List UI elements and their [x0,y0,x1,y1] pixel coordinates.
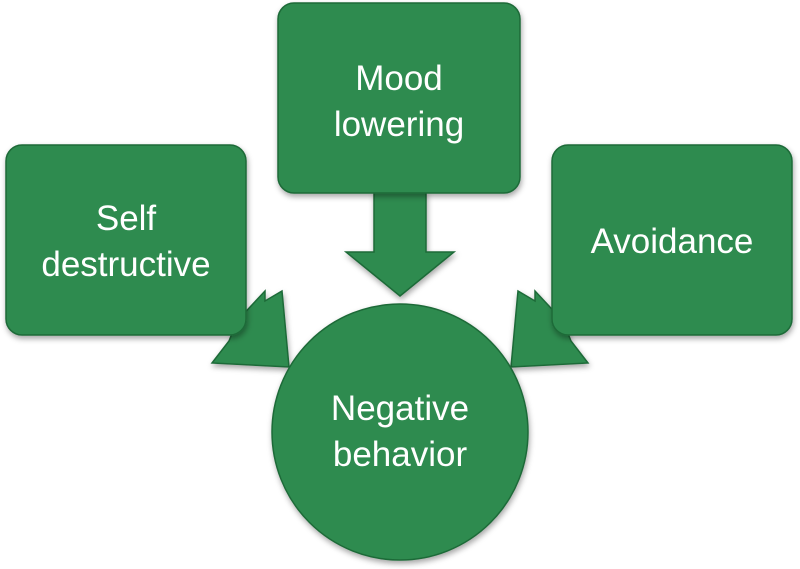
node-avoidance-line1: Avoidance [591,222,754,261]
node-mood-lowering [277,2,521,194]
node-self-destructive [5,144,247,336]
node-negative-behavior [271,303,529,561]
node-negative-behavior-line1: Negative [331,389,469,428]
node-mood-lowering-line2: lowering [334,105,464,144]
node-self-destructive-line1: Self [96,199,157,238]
node-avoidance [551,144,793,336]
node-negative-behavior-line2: behavior [333,435,468,474]
arrow-mood-to-negative [343,191,457,297]
node-mood-lowering-line1: Mood [355,59,443,98]
node-self-destructive-line2: destructive [41,245,210,284]
